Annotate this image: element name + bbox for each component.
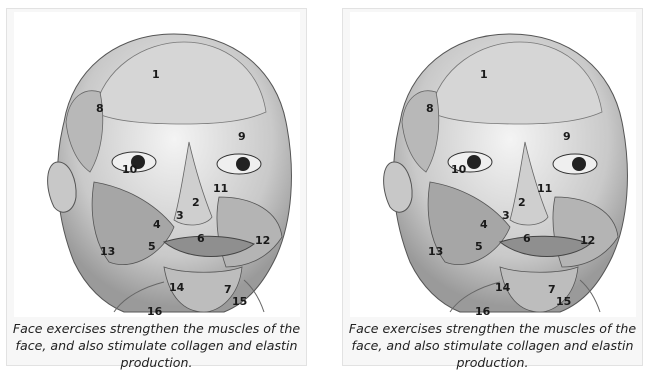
figure-caption: Face exercises strengthen the muscles of… bbox=[347, 320, 638, 371]
muscle-label-12: 12 bbox=[255, 234, 270, 247]
face-muscle-svg: 1 2 3 4 5 6 7 8 9 10 11 12 13 14 15 16 bbox=[14, 12, 300, 317]
muscle-label-9: 9 bbox=[238, 130, 246, 143]
muscle-label-8: 8 bbox=[96, 102, 104, 115]
muscle-label-10: 10 bbox=[122, 163, 138, 176]
figure-caption: Face exercises strengthen the muscles of… bbox=[11, 320, 302, 371]
muscle-label-14: 14 bbox=[169, 281, 185, 294]
muscle-label-15: 15 bbox=[232, 295, 247, 308]
face-muscle-illustration: 1 2 3 4 5 6 7 8 9 10 11 12 13 14 15 16 bbox=[14, 12, 300, 317]
muscle-label-12: 12 bbox=[580, 234, 595, 247]
muscle-label-14: 14 bbox=[495, 281, 511, 294]
muscle-label-15: 15 bbox=[556, 295, 571, 308]
muscle-label-4: 4 bbox=[480, 218, 488, 231]
muscle-label-3: 3 bbox=[502, 209, 510, 222]
muscle-label-11: 11 bbox=[537, 182, 552, 195]
muscle-label-2: 2 bbox=[192, 196, 200, 209]
muscle-label-13: 13 bbox=[100, 245, 115, 258]
face-muscle-svg: 1 2 3 4 5 6 7 8 9 10 11 12 13 14 15 16 bbox=[350, 12, 636, 317]
muscle-label-4: 4 bbox=[153, 218, 161, 231]
muscle-label-6: 6 bbox=[523, 232, 531, 245]
muscle-label-1: 1 bbox=[152, 68, 160, 81]
muscle-label-5: 5 bbox=[148, 240, 156, 253]
muscle-label-7: 7 bbox=[224, 283, 232, 296]
muscle-label-11: 11 bbox=[213, 182, 228, 195]
muscle-label-16: 16 bbox=[475, 305, 491, 317]
muscle-label-10: 10 bbox=[451, 163, 467, 176]
muscle-label-6: 6 bbox=[197, 232, 205, 245]
muscle-label-16: 16 bbox=[147, 305, 163, 317]
muscle-label-7: 7 bbox=[548, 283, 556, 296]
face-muscle-illustration: 1 2 3 4 5 6 7 8 9 10 11 12 13 14 15 16 bbox=[350, 12, 636, 317]
muscle-label-13: 13 bbox=[428, 245, 443, 258]
muscle-label-9: 9 bbox=[563, 130, 571, 143]
muscle-label-2: 2 bbox=[518, 196, 526, 209]
muscle-label-8: 8 bbox=[426, 102, 434, 115]
muscle-label-3: 3 bbox=[176, 209, 184, 222]
muscle-label-1: 1 bbox=[480, 68, 488, 81]
muscle-label-5: 5 bbox=[475, 240, 483, 253]
figure-panel-left: 1 2 3 4 5 6 7 8 9 10 11 12 13 14 15 16 F… bbox=[6, 8, 307, 366]
figure-panel-right: 1 2 3 4 5 6 7 8 9 10 11 12 13 14 15 16 F… bbox=[342, 8, 643, 366]
